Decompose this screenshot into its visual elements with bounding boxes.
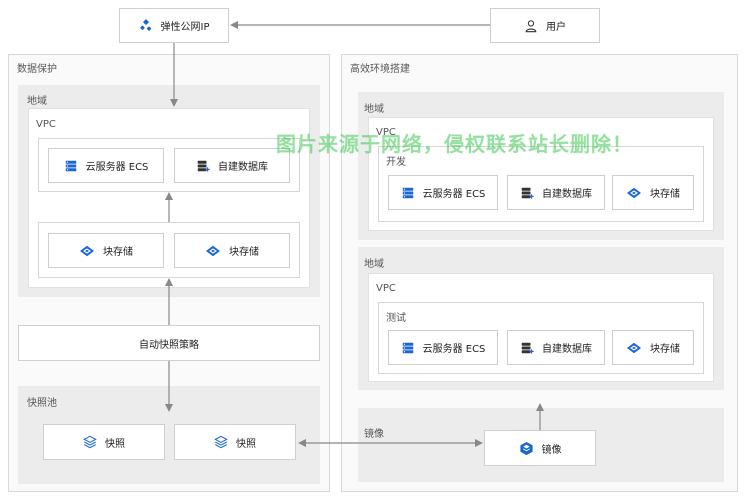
snapshot-node-1: 快照	[43, 424, 165, 460]
auto-snapshot-policy-label: 自动快照策略	[139, 339, 199, 351]
user-icon	[524, 19, 538, 33]
left-ecs-node: 云服务器 ECS	[48, 148, 164, 183]
test-db-label: 自建数据库	[542, 344, 592, 355]
dev-db-node: 自建数据库	[507, 175, 605, 210]
snapshot1-label: 快照	[105, 438, 125, 450]
test-env-label: 测试	[386, 313, 406, 324]
server-icon	[64, 159, 78, 173]
block-storage-icon	[205, 244, 221, 258]
dev-ecs-label: 云服务器 ECS	[422, 189, 486, 200]
watermark-text: 图片来源于网络，侵权联系站长删除！	[276, 132, 633, 156]
dev-block-label: 块存储	[650, 189, 680, 200]
right-vpc-1-label: VPC	[376, 127, 396, 138]
test-block-label: 块存储	[650, 344, 680, 355]
left-vpc-label: VPC	[36, 119, 56, 130]
right-region-2-label: 地域	[364, 259, 384, 270]
elastic-ip-node: 弹性公网IP	[119, 8, 229, 43]
user-node: 用户	[490, 8, 600, 43]
right-region-1-label: 地域	[364, 104, 384, 115]
left-region-label: 地域	[27, 96, 47, 107]
server-icon	[401, 186, 415, 200]
server-icon	[401, 341, 415, 355]
elastic-ip-icon	[139, 19, 153, 33]
dev-block-node: 块存储	[612, 175, 694, 210]
left-db-node: 自建数据库	[174, 148, 290, 183]
database-icon	[520, 341, 534, 355]
snapshot-icon	[83, 435, 97, 449]
snapshot-icon	[214, 435, 228, 449]
left-block1-label: 块存储	[103, 247, 133, 258]
test-ecs-label: 云服务器 ECS	[422, 344, 486, 355]
image-area-label: 镜像	[364, 429, 384, 440]
elastic-ip-label: 弹性公网IP	[160, 22, 210, 33]
data-protection-title: 数据保护	[17, 64, 57, 75]
left-block-storage-1: 块存储	[48, 233, 164, 268]
block-storage-icon	[626, 341, 642, 355]
dev-ecs-node: 云服务器 ECS	[388, 175, 498, 210]
snapshot-pool-title: 快照池	[27, 398, 57, 409]
right-vpc-2-label: VPC	[376, 283, 396, 294]
snapshot-node-2: 快照	[174, 424, 296, 460]
auto-snapshot-policy: 自动快照策略	[18, 325, 320, 361]
block-storage-icon	[626, 186, 642, 200]
dev-db-label: 自建数据库	[542, 189, 592, 200]
test-ecs-node: 云服务器 ECS	[388, 330, 498, 365]
snapshot2-label: 快照	[236, 438, 256, 450]
database-icon	[196, 159, 210, 173]
left-block-storage-2: 块存储	[174, 233, 290, 268]
left-ecs-label: 云服务器 ECS	[85, 162, 149, 173]
image-icon	[519, 441, 534, 456]
test-db-node: 自建数据库	[507, 330, 605, 365]
test-block-node: 块存储	[612, 330, 694, 365]
image-node: 镜像	[484, 430, 596, 466]
database-icon	[520, 186, 534, 200]
block-storage-icon	[79, 244, 95, 258]
user-label: 用户	[546, 22, 566, 33]
image-label: 镜像	[541, 444, 562, 456]
efficient-env-title: 高效环境搭建	[350, 64, 410, 75]
left-db-label: 自建数据库	[218, 162, 268, 173]
dev-env-label: 开发	[386, 157, 406, 168]
left-block2-label: 块存储	[229, 247, 259, 258]
